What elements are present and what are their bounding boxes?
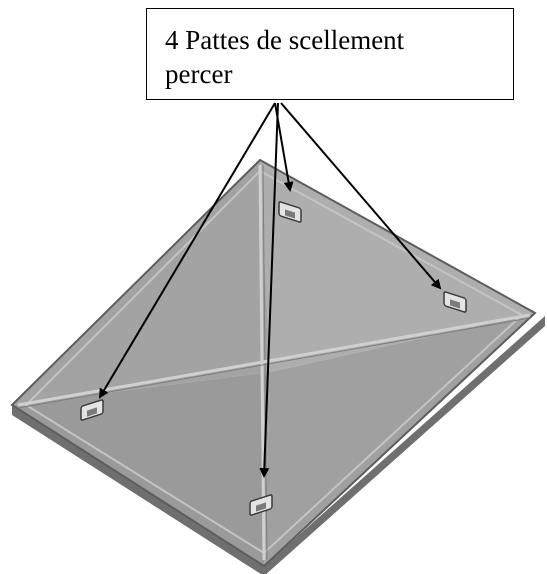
callout-text: 4 Pattes de scellement percer bbox=[165, 23, 404, 91]
sealing-tab-icon bbox=[443, 291, 467, 313]
sealing-tab-icon bbox=[249, 494, 273, 516]
callout-box: 4 Pattes de scellement percer bbox=[146, 8, 514, 100]
facet-front bbox=[12, 372, 270, 566]
plate-outline bbox=[10, 158, 537, 568]
callout-line-2: percer bbox=[165, 59, 233, 89]
callout-line-1: 4 Pattes de scellement bbox=[165, 25, 405, 55]
sealing-tab-icon bbox=[80, 399, 104, 421]
